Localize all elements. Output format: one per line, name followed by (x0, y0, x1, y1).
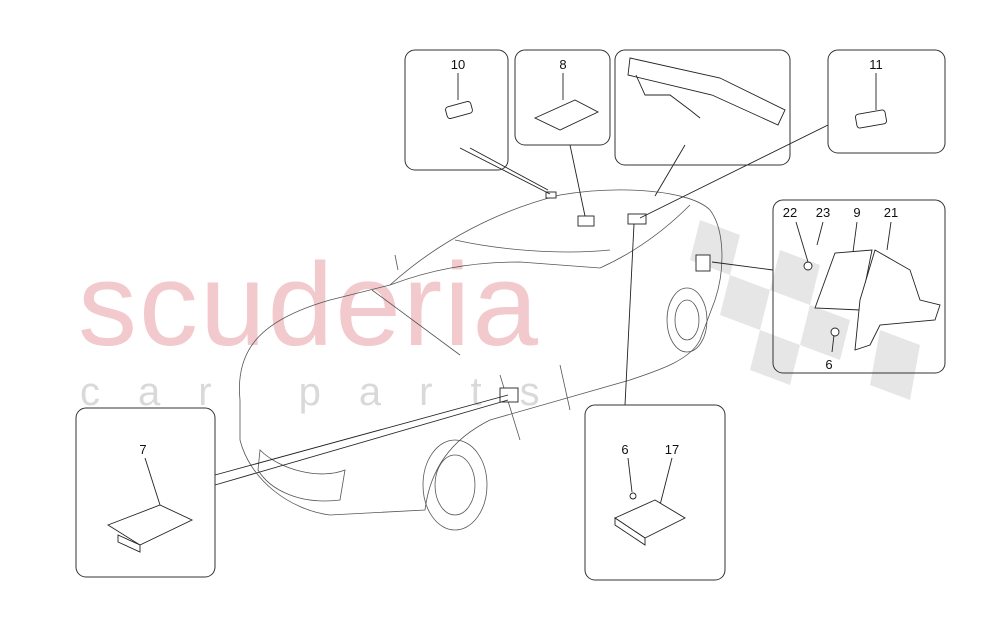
detail-box-11: 11 (827, 49, 946, 154)
watermark-subtitle: car parts (80, 370, 578, 414)
watermark-brand: scuderia (78, 239, 540, 371)
callout-6: 6 (825, 357, 832, 372)
callout-21: 21 (884, 205, 898, 220)
detail-box-8: 8 (514, 49, 611, 146)
part-7-on-car (499, 387, 519, 403)
detail-box-10: 10 (404, 49, 509, 171)
part-11-on-car (627, 213, 647, 225)
part-8-on-car (577, 215, 595, 227)
detail-box-spoiler-light (614, 49, 791, 166)
car-outline (238, 189, 723, 531)
callout-23: 23 (816, 205, 830, 220)
callout-22: 22 (783, 205, 797, 220)
callout-7: 7 (139, 442, 146, 457)
callout-6b: 6 (621, 442, 628, 457)
callout-17: 17 (665, 442, 679, 457)
detail-box-amplifier: 22 23 9 21 6 (772, 199, 946, 374)
callout-11: 11 (869, 57, 883, 72)
leader-lines (214, 124, 829, 486)
detail-box-17: 6 17 (584, 404, 726, 581)
callout-9: 9 (853, 205, 860, 220)
callout-10: 10 (451, 57, 465, 72)
detail-box-7: 7 (75, 407, 216, 578)
part-10-on-car (545, 191, 557, 199)
part-9-on-car (695, 254, 711, 272)
callout-8: 8 (559, 57, 566, 72)
